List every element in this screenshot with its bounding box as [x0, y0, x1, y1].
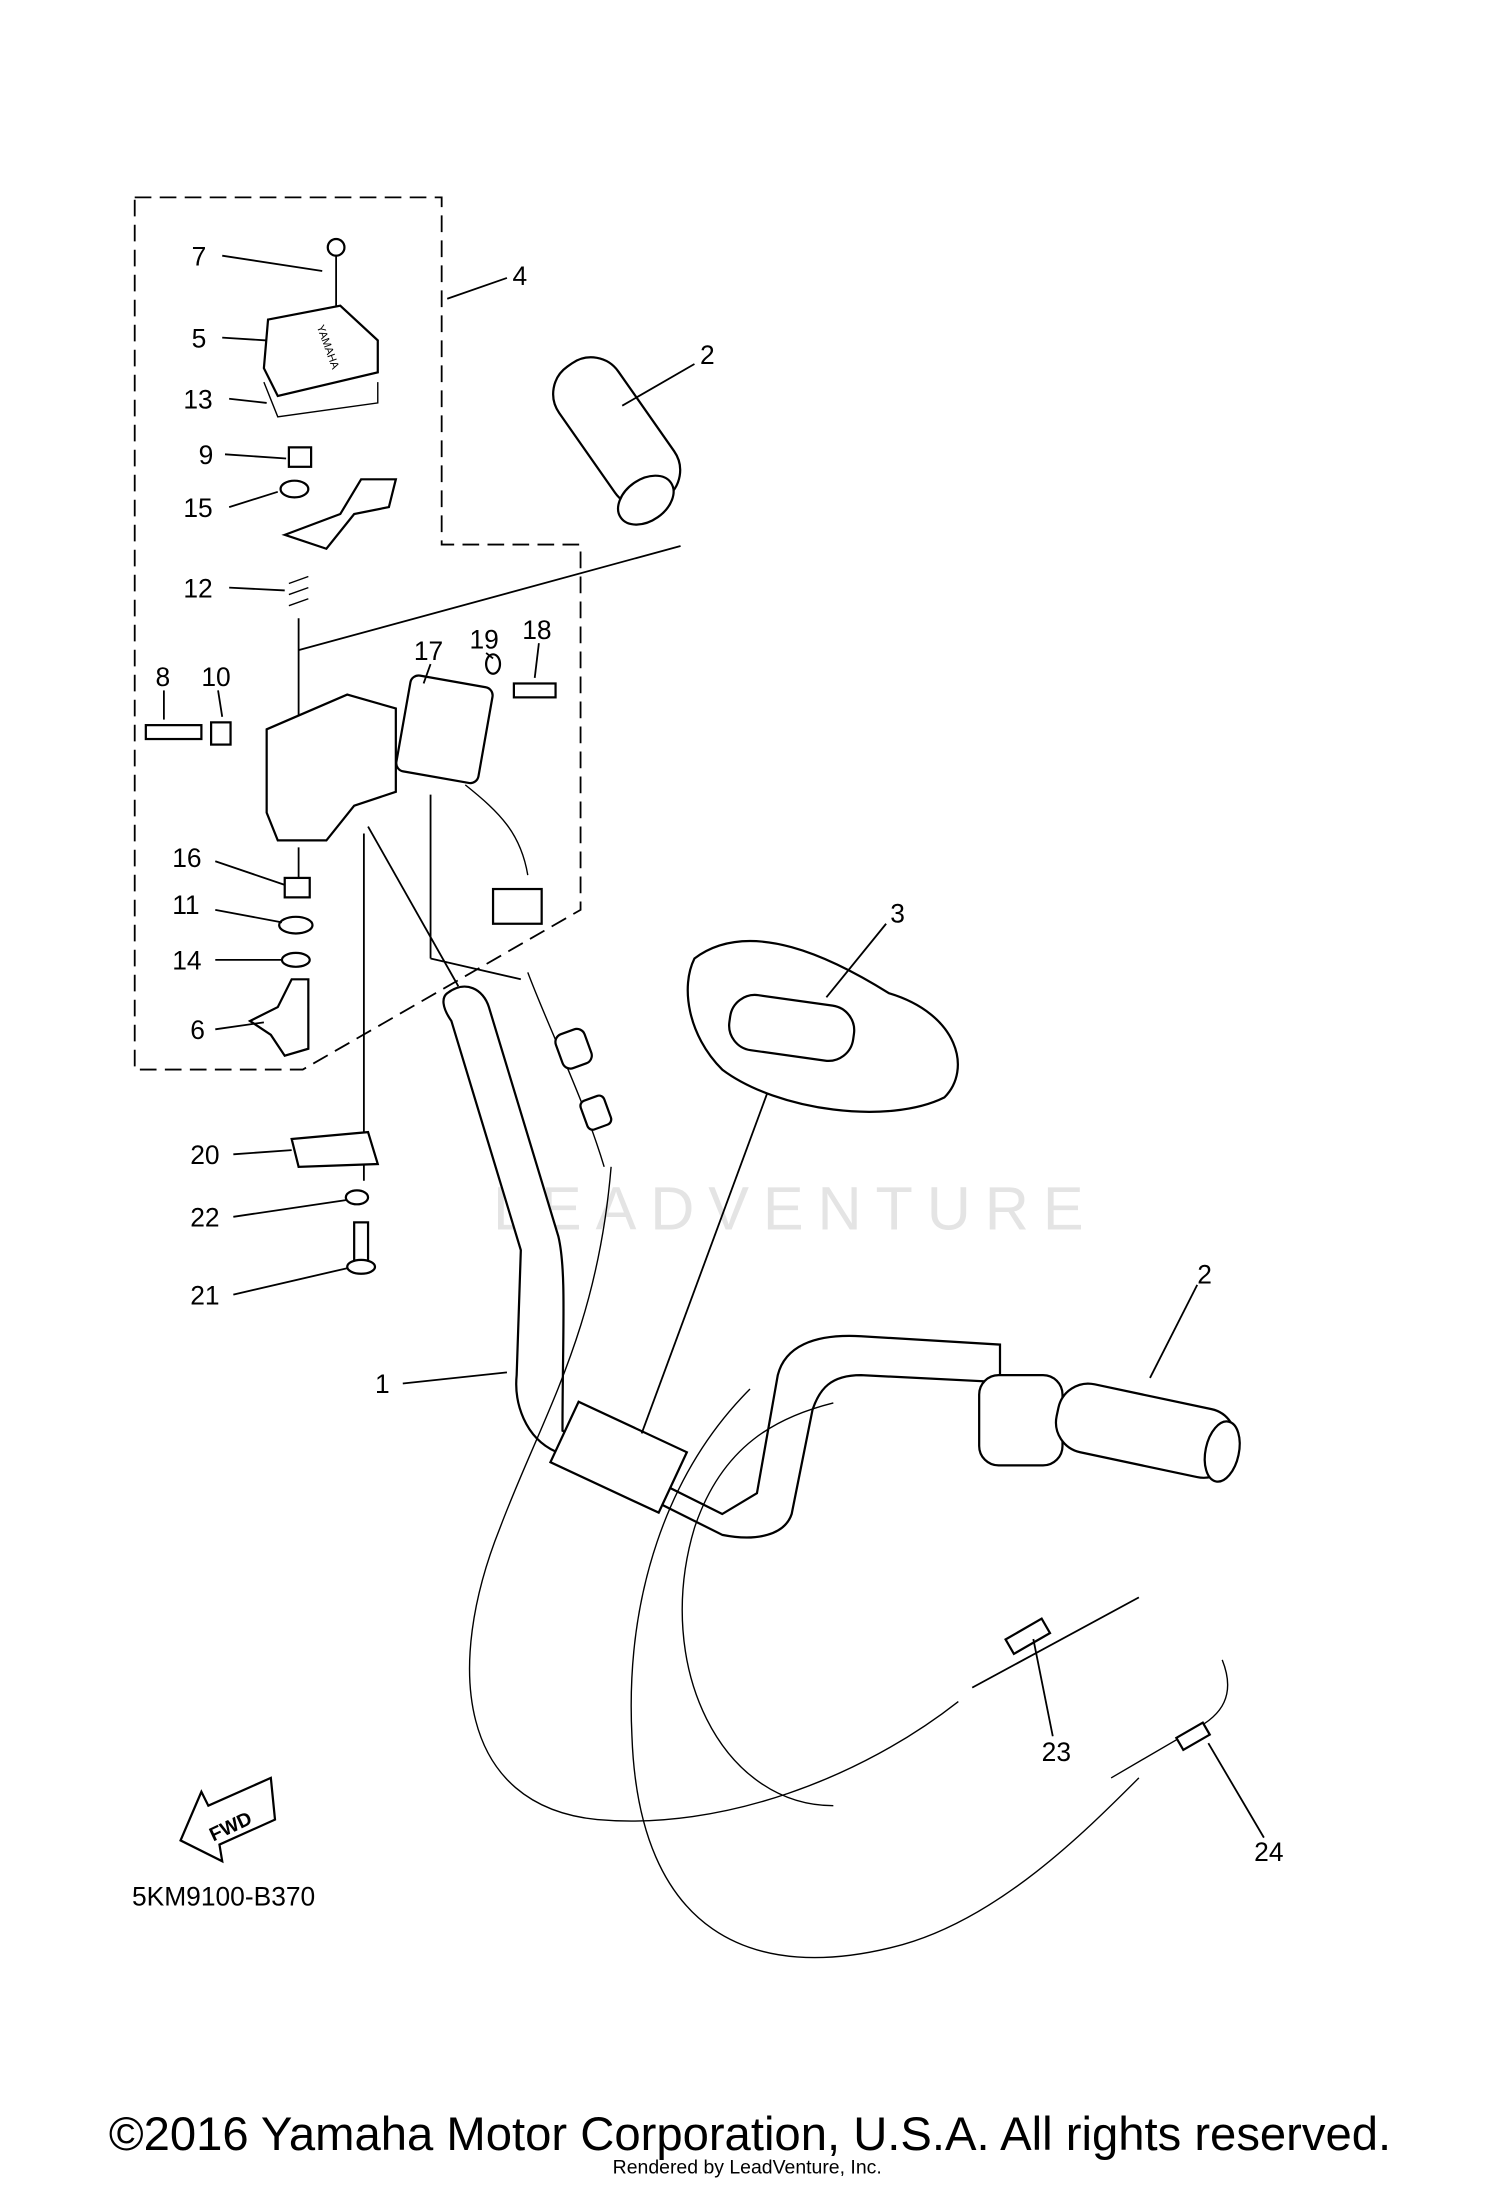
callout-13: 13 [183, 384, 212, 414]
left-grip [552, 356, 682, 526]
callout-6: 6 [190, 1015, 205, 1045]
callout-12: 12 [183, 573, 212, 603]
watermark: LEADVENTURE [493, 1174, 1097, 1242]
callout-8: 8 [156, 662, 171, 692]
callout-2-right: 2 [1197, 1259, 1212, 1289]
callout-22: 22 [190, 1203, 219, 1233]
switch-assembly: YAMAHA [144, 237, 557, 1275]
callout-11: 11 [172, 890, 199, 920]
forward-arrow-icon: FWD [179, 1776, 277, 1864]
callout-21: 21 [190, 1280, 219, 1310]
callout-15: 15 [183, 493, 212, 523]
handlebar-pad [686, 939, 959, 1113]
rendered-by-text: Rendered by LeadVenture, Inc. [613, 2157, 882, 2179]
callout-2-left: 2 [700, 340, 715, 370]
assembly-boundary [133, 196, 582, 1071]
callout-16: 16 [172, 843, 201, 873]
cables [297, 545, 1229, 1959]
callout-3: 3 [890, 898, 905, 928]
callout-10: 10 [201, 662, 230, 692]
callout-5: 5 [192, 323, 207, 353]
handlebar [442, 985, 1002, 1539]
callout-18: 18 [522, 615, 551, 645]
callout-7: 7 [192, 241, 207, 271]
callout-14: 14 [172, 946, 201, 976]
callout-20: 20 [190, 1140, 219, 1170]
callout-24: 24 [1254, 1837, 1283, 1867]
right-grip [978, 1374, 1241, 1483]
callout-19: 19 [469, 625, 498, 655]
leader-lines [162, 254, 1265, 1839]
callout-23: 23 [1042, 1737, 1071, 1767]
diagram-code: 5KM9100-B370 [132, 1882, 315, 1912]
callouts: 7 5 13 9 15 12 8 10 17 19 18 16 11 14 6 … [156, 241, 1284, 1867]
callout-9: 9 [199, 440, 214, 470]
copyright-text: ©2016 Yamaha Motor Corporation, U.S.A. A… [109, 2108, 1391, 2161]
callout-4: 4 [513, 261, 528, 291]
callout-17: 17 [414, 636, 443, 666]
callout-1: 1 [375, 1369, 390, 1399]
